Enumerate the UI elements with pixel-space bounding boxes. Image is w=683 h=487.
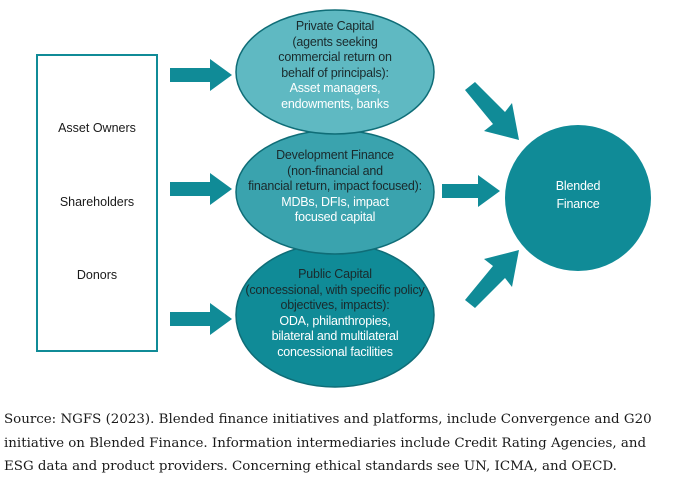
stakeholder-donors: Donors <box>76 268 118 282</box>
blended-finance-circle <box>505 125 651 271</box>
arrow-to-public-capital <box>170 303 232 335</box>
private-capital-desc-line: behalf of principals): <box>281 65 389 80</box>
public-capital-desc-line: objectives, impacts): <box>280 298 390 312</box>
private-capital-title: Private Capital <box>295 19 375 33</box>
blended-finance-text: Blended Finance <box>528 177 628 213</box>
public-capital-desc-line: (concessional, with specific policy <box>245 282 425 297</box>
arrow-to-private-capital <box>170 59 232 91</box>
arrow-development-to-blended <box>442 175 500 207</box>
private-capital-example-line: endowments, banks <box>281 96 389 111</box>
public-capital-example-line: concessional facilities <box>277 344 393 359</box>
stakeholders-box <box>36 54 158 352</box>
development-finance-example-line: MDBs, DFIs, impact <box>281 194 389 209</box>
development-finance-desc-line: financial return, impact focused): <box>248 179 422 193</box>
arrow-private-to-blended <box>465 82 519 140</box>
blended-finance-label-line: Finance <box>556 197 600 211</box>
private-capital-desc-line: (agents seeking <box>292 34 378 49</box>
private-capital-text: Private Capital (agents seeking commerci… <box>245 19 425 112</box>
arrow-to-development-finance <box>170 173 232 205</box>
arrow-public-to-blended <box>465 250 519 308</box>
private-capital-example-line: Asset managers, <box>289 81 381 95</box>
development-finance-text: Development Finance (non-financial and f… <box>240 148 430 226</box>
public-capital-text: Public Capital (concessional, with speci… <box>240 267 430 360</box>
development-finance-example-line: focused capital <box>294 210 376 224</box>
public-capital-title: Public Capital <box>298 267 372 281</box>
diagram-shapes <box>36 9 651 388</box>
source-caption: Source: NGFS (2023). Blended finance ini… <box>4 412 652 474</box>
blended-finance-label-line: Blended <box>555 179 601 193</box>
public-capital-example-line: ODA, philanthropies, <box>279 313 391 328</box>
blended-finance-diagram: Asset Owners Shareholders Donors Private… <box>36 9 651 388</box>
development-finance-title: Development Finance <box>276 148 394 162</box>
private-capital-desc-line: commercial return on <box>278 50 392 64</box>
private-capital-ellipse <box>235 9 435 135</box>
stakeholder-asset-owners: Asset Owners <box>58 121 136 135</box>
development-finance-desc-line: (non-financial and <box>287 163 383 178</box>
stakeholder-shareholders: Shareholders <box>59 195 135 209</box>
public-capital-example-line: bilateral and multilateral <box>271 329 399 343</box>
